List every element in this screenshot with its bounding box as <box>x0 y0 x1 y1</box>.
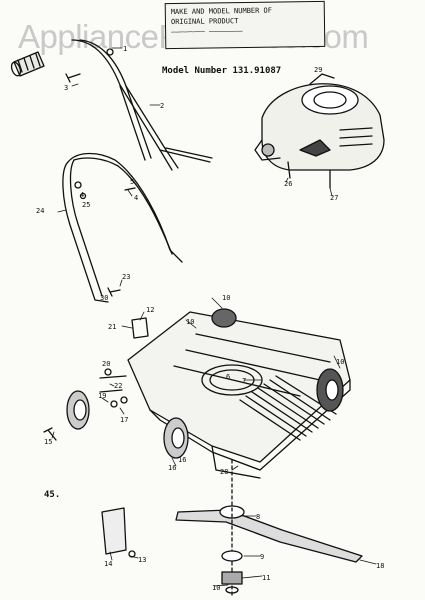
callout-10-deck: 10 <box>186 318 194 326</box>
callout-23: 23 <box>122 273 130 281</box>
bracket-parts-drawing <box>99 317 149 408</box>
callout-25: 25 <box>82 201 90 209</box>
callout-4-bolt: 4 <box>134 194 138 202</box>
callout-16: 16 <box>168 464 176 472</box>
callout-11: 11 <box>262 574 270 582</box>
wheels-drawing <box>66 308 344 459</box>
callout-4: 4 <box>80 191 84 199</box>
callout-22: 22 <box>114 382 122 390</box>
callout-16-wheel: 16 <box>178 456 186 464</box>
engine-drawing <box>254 73 385 189</box>
callout-5: 5 <box>130 178 134 186</box>
callout-9: 9 <box>260 553 264 561</box>
callout-29: 29 <box>314 66 322 74</box>
leader-lines <box>51 47 377 587</box>
callout-20: 20 <box>102 360 110 368</box>
callout-15: 15 <box>44 438 52 446</box>
model-number-label: Model Number 131.91087 <box>162 66 282 76</box>
callout-numbers: 1 2 3 4 5 6 7 8 9 10 11 12 13 14 15 16 1… <box>36 45 384 592</box>
callout-30: 30 <box>100 294 108 302</box>
callout-19: 19 <box>98 392 106 400</box>
figure-number-label: 45. <box>44 490 60 500</box>
callout-14: 14 <box>104 560 112 568</box>
callout-28: 28 <box>220 468 228 476</box>
callout-7: 7 <box>242 377 246 385</box>
callout-26: 26 <box>284 180 292 188</box>
callout-21: 21 <box>108 323 116 331</box>
callout-18: 18 <box>376 562 384 570</box>
callout-10-rear-wheel: 10 <box>222 294 230 302</box>
callout-2: 2 <box>160 102 164 110</box>
lower-handle-drawing <box>62 152 183 303</box>
callout-13: 13 <box>138 556 146 564</box>
callout-8: 8 <box>256 513 260 521</box>
bolts-drawing <box>43 73 136 441</box>
callout-6: 6 <box>226 373 230 381</box>
callout-1: 1 <box>123 45 127 53</box>
callout-24: 24 <box>36 207 44 215</box>
callout-10-right-wheel: 10 <box>336 358 344 366</box>
callout-27: 27 <box>330 194 338 202</box>
upper-handle-drawing <box>71 39 213 171</box>
blade-assembly-drawing <box>101 459 363 597</box>
handle-grip-drawing <box>10 51 45 77</box>
callout-12: 12 <box>146 306 154 314</box>
callout-3: 3 <box>64 84 68 92</box>
callout-10-nut: 10 <box>212 584 220 592</box>
callout-17: 17 <box>120 416 128 424</box>
